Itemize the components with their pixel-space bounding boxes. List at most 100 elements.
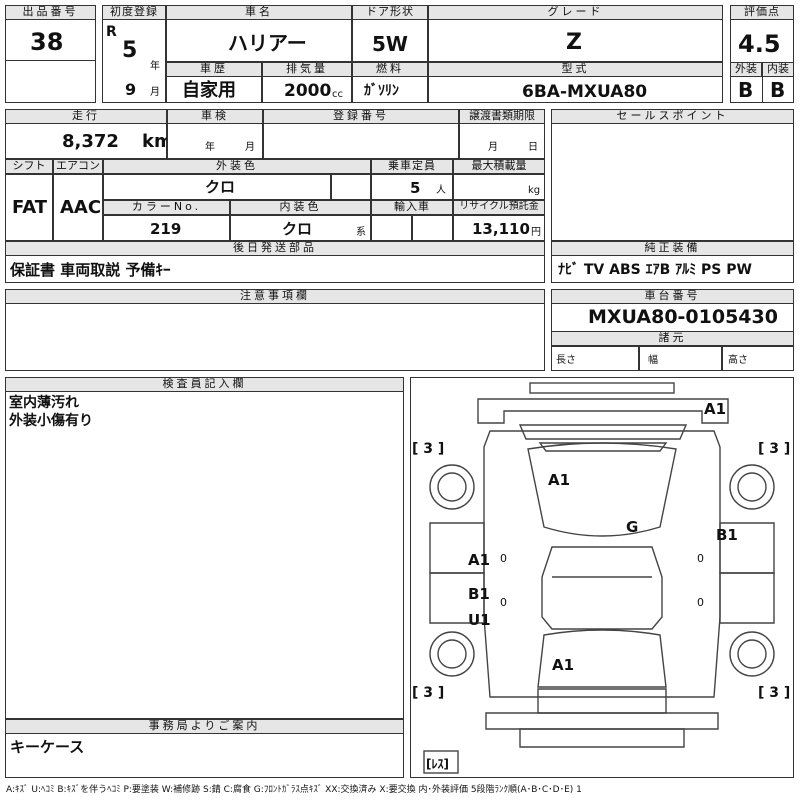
reg-year-unit: 年: [150, 61, 160, 72]
equipment-label: 純正装備: [551, 241, 794, 256]
height-label: 高さ: [728, 355, 748, 366]
transfer-label: 譲渡書類期限: [459, 109, 545, 124]
office-text: キーケース: [10, 738, 85, 756]
inspector-label: 検査員記入欄: [5, 377, 404, 392]
color-label: 外装色: [103, 159, 371, 174]
damage-front-bumper: A1: [704, 400, 727, 418]
width-label: 幅: [648, 355, 658, 366]
int-color-label: 内装色: [230, 200, 371, 215]
import-cell: [371, 215, 412, 241]
exterior-label: 外装: [730, 62, 762, 77]
inspection-label: 車検: [167, 109, 263, 124]
tire-front-right: [ 3 ]: [758, 441, 791, 457]
color-no-value: 219: [150, 220, 182, 238]
chassis-label: 車台番号: [551, 289, 794, 304]
ac-value: AAC: [60, 197, 102, 218]
recycle-cell: [453, 215, 545, 241]
reg-year: 5: [122, 38, 138, 63]
grade-value: Z: [566, 30, 582, 55]
sales-point-box: [551, 109, 794, 241]
inspection-year-unit: 年: [205, 142, 215, 153]
color-value: クロ: [205, 178, 236, 196]
car-name-label: 車名: [166, 5, 352, 20]
inspection-month-unit: 月: [245, 142, 255, 153]
damage-hood: A1: [548, 471, 571, 489]
model-label: 型式: [428, 62, 723, 77]
color-no-label: カラーNo.: [103, 200, 230, 215]
mileage-value: 8,372: [62, 131, 119, 152]
reg-month: 9: [125, 80, 137, 99]
interior-label: 内装: [762, 62, 794, 77]
fuel-label: 燃料: [352, 62, 428, 77]
length-label: 長さ: [556, 355, 576, 366]
damage-left-front-door: A1: [468, 551, 491, 569]
reg-month-unit: 月: [150, 87, 160, 98]
transfer-month-unit: 月: [488, 142, 498, 153]
damage-glass: G: [626, 518, 639, 536]
height-cell: [722, 346, 794, 371]
shift-value: FAT: [12, 197, 48, 218]
displacement-value: 2000: [284, 81, 332, 101]
dims-label: 諸元: [551, 331, 794, 346]
score-divider: [762, 76, 763, 103]
int-color-unit: 系: [356, 227, 366, 238]
exterior-grade: B: [738, 78, 754, 102]
length-cell: [551, 346, 639, 371]
shift-label: シフト: [5, 159, 53, 174]
inspector-line-2: 外装小傷有り: [9, 413, 93, 429]
displacement-label: 排気量: [262, 62, 352, 77]
mark-right-1: 0: [697, 552, 704, 565]
transfer-day-unit: 日: [528, 142, 538, 153]
mileage-unit: km: [142, 131, 173, 152]
color-cell-2: [331, 174, 371, 200]
int-color-value: クロ: [282, 220, 313, 238]
mark-left-1: 0: [500, 552, 507, 565]
office-label: 事務局よりご案内: [5, 719, 404, 734]
car-diagram: [423, 382, 775, 774]
load-label: 最大積載量: [453, 159, 545, 174]
model-value: 6BA-MXUA80: [522, 82, 648, 102]
import-label: 輸入車: [371, 200, 453, 215]
damage-right-door: B1: [716, 526, 738, 544]
history-label: 車歴: [166, 62, 262, 77]
lot-label: 出品番号: [5, 5, 96, 20]
mark-left-2: 0: [500, 596, 507, 609]
int-color-cell: [230, 215, 371, 241]
notes-label: 注意事項欄: [5, 289, 545, 304]
seats-label: 乗車定員: [371, 159, 453, 174]
equipment-value: ﾅﾋﾞ TV ABS ｴｱB ｱﾙﾐ PS PW: [558, 262, 752, 278]
inspector-box: [5, 377, 404, 719]
legend: A:ｷｽﾞ U:ﾍｺﾐ B:ｷｽﾞを伴うﾍｺﾐ P:要塗装 W:補修跡 S:錆 …: [6, 785, 582, 795]
tire-rear-right: [ 3 ]: [758, 685, 791, 701]
score-value: 4.5: [738, 30, 781, 58]
tire-rear-left: [ 3 ]: [412, 685, 445, 701]
seats-value: 5: [410, 179, 421, 197]
interior-grade: B: [770, 78, 786, 102]
door-value: 5W: [372, 32, 408, 56]
docs-value: 保証書 車両取説 予備ｷｰ: [10, 261, 171, 279]
chassis-value: MXUA80-0105430: [588, 306, 778, 328]
ac-label: エアコン: [53, 159, 103, 174]
shift-cell: [5, 174, 53, 241]
spare-tire: [ﾚｽ]: [426, 757, 449, 771]
lot-lower: [5, 60, 96, 103]
mileage-label: 走行: [5, 109, 167, 124]
load-unit: kg: [528, 185, 541, 196]
seats-unit: 人: [436, 185, 446, 196]
displacement-unit: cc: [332, 89, 343, 100]
width-cell: [639, 346, 722, 371]
fuel-value: ｶﾞｿﾘﾝ: [364, 83, 399, 99]
score-label: 評価点: [730, 5, 794, 20]
recycle-label: リサイクル預託金: [453, 200, 545, 215]
damage-rear: A1: [552, 656, 575, 674]
tire-front-left: [ 3 ]: [412, 441, 445, 457]
damage-left-rear-door: B1: [468, 585, 490, 603]
ac-cell: [53, 174, 103, 241]
damage-left-rear-dent: U1: [468, 611, 491, 629]
inspector-line-1: 室内薄汚れ: [9, 395, 79, 411]
lot-number: 38: [30, 28, 64, 56]
sales-point-label: セールスポイント: [551, 109, 794, 124]
seats-cell: [371, 174, 453, 200]
mark-right-2: 0: [697, 596, 704, 609]
recycle-value: 13,110: [472, 220, 530, 238]
